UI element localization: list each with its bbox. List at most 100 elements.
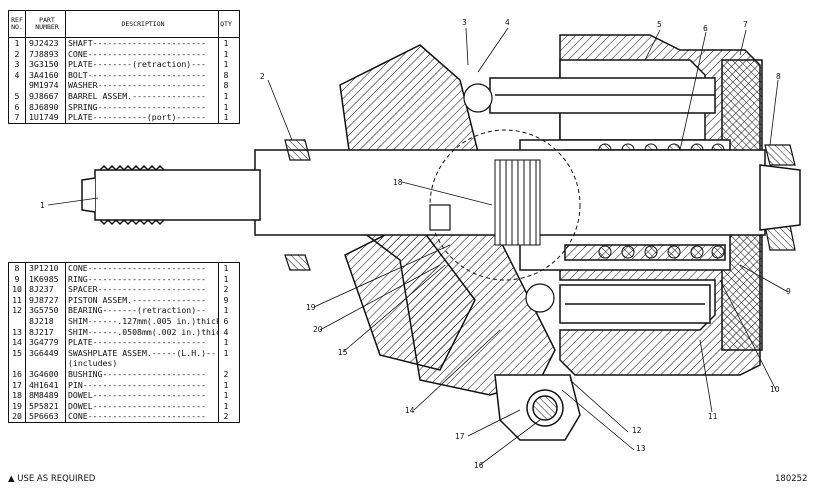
description-cell: SHIM------.127mm(.005 in.)thick — [68, 315, 219, 327]
description-cell: SHIM------.0508mm(.002 in.)thick — [68, 326, 219, 338]
parts-table-header: REF NO. PART NUMBER DESCRIPTION QTY — [9, 11, 239, 38]
qty-cell: 1 — [223, 48, 229, 59]
header-part-number: PART NUMBER — [26, 11, 66, 37]
table-row: (includes) — [9, 358, 239, 369]
qty-cell: 6 — [223, 315, 229, 326]
qty-cell: 1 — [223, 38, 229, 48]
ref-cell: 9 — [9, 273, 26, 285]
part-number-cell: 3G6449 — [26, 347, 66, 359]
ref-cell: 2 — [9, 48, 26, 60]
ref-cell: 8 — [9, 263, 26, 274]
footnote: ▲ USE AS REQUIRED — [8, 474, 96, 484]
callout-3: 3 — [462, 18, 467, 27]
ref-cell — [9, 315, 26, 327]
spring — [598, 143, 725, 259]
callout-20: 20 — [313, 325, 323, 334]
figure-id: 180252 — [775, 474, 808, 484]
piston-ball-joints — [463, 83, 555, 313]
ref-cell: 17 — [9, 379, 26, 391]
callout-11: 11 — [708, 412, 718, 421]
qty-cell: 1 — [223, 390, 229, 401]
ref-cell: 15 — [9, 347, 26, 359]
qty-cell: 1 — [223, 59, 229, 70]
ref-cell: 11 — [9, 294, 26, 306]
ref-cell: 3 — [9, 59, 26, 70]
part-number-cell: 9J8727 — [26, 294, 66, 306]
qty-cell: 1 — [223, 273, 229, 284]
part-number-cell: 8J6890 — [26, 101, 66, 113]
callout-19: 19 — [306, 303, 316, 312]
description-cell: PLATE----------------------- — [66, 337, 219, 348]
callout-8: 8 — [776, 72, 781, 81]
part-number-cell: 3G3150 — [26, 59, 66, 70]
qty-cell: 1 — [223, 400, 229, 411]
callout-4: 4 — [505, 18, 510, 27]
part-number-cell: 5P5821 — [26, 400, 66, 412]
description-cell: (includes) — [66, 358, 219, 369]
qty-cell: 1 — [223, 90, 229, 101]
part-number-cell: 9J8667 — [26, 90, 66, 102]
spline — [494, 159, 541, 246]
ref-cell: 19 — [9, 400, 26, 412]
callout-13: 13 — [636, 444, 646, 453]
callout-5: 5 — [657, 20, 662, 29]
qty-cell: 1 — [223, 101, 229, 112]
callout-12: 12 — [632, 426, 642, 435]
callout-1: 1 — [40, 201, 45, 210]
callout-6: 6 — [703, 24, 708, 33]
part-number-cell: 3A4160 — [26, 69, 66, 81]
qty-cell: 2 — [223, 368, 229, 379]
part-number-cell: 8J218 — [26, 315, 66, 327]
qty-cell: 4 — [223, 326, 229, 337]
part-number-cell: 8J237 — [26, 284, 66, 295]
shaft — [81, 149, 766, 236]
part-number-cell: 4H1641 — [26, 379, 66, 391]
ref-cell — [9, 80, 26, 91]
qty-cell: 1 — [223, 379, 229, 390]
description-cell: BUSHING--------------------- — [66, 368, 219, 380]
ref-cell: 18 — [9, 390, 26, 401]
qty-cell: 2 — [223, 284, 229, 295]
qty-cell — [219, 358, 233, 369]
description-cell: SHAFT----------------------- — [66, 38, 219, 49]
callout-15: 15 — [338, 348, 348, 357]
description-cell: PIN------------------------- — [66, 379, 219, 391]
qty-cell: 1 — [223, 112, 229, 123]
callout-16: 16 — [474, 461, 484, 470]
header-qty: QTY — [220, 19, 232, 28]
part-number-cell — [26, 358, 66, 369]
callout-10: 10 — [770, 385, 780, 394]
description-cell: BARREL ASSEM.--------------- — [66, 90, 219, 102]
ref-cell: 10 — [9, 284, 26, 295]
ref-cell: 5 — [9, 90, 26, 102]
leader-lines — [47, 27, 789, 466]
part-number-cell: 3G4779 — [26, 337, 66, 348]
ref-cell: 7 — [9, 112, 26, 123]
description-cell: SPACER---------------------- — [66, 284, 219, 295]
description-cell: CONE------------------------ — [66, 411, 219, 422]
header-ref: REF NO. — [9, 11, 26, 37]
qty-cell: 8 — [223, 80, 229, 91]
qty-cell: 8 — [223, 69, 229, 80]
part-number-cell: 8M8489 — [26, 390, 66, 401]
description-cell: CONE------------------------ — [66, 48, 219, 60]
ref-cell: 14 — [9, 337, 26, 348]
cone-bearing-left — [284, 139, 311, 271]
description-cell: PLATE-----------(port)------ — [66, 112, 219, 123]
description-cell: BEARING-------(retraction)-- — [66, 305, 219, 316]
callout-17: 17 — [455, 432, 465, 441]
part-number-cell: 1K6985 — [26, 273, 66, 285]
part-number-cell: 9M1974 — [26, 80, 66, 91]
callout-18: 18 — [393, 178, 403, 187]
description-cell: BOLT------------------------ — [66, 69, 219, 81]
